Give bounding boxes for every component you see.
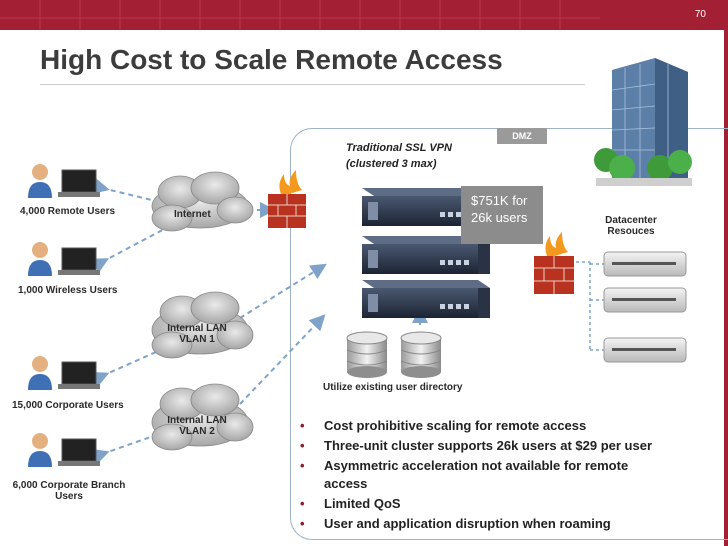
header-pattern <box>0 0 600 30</box>
lan2-label: Internal LAN VLAN 2 <box>162 415 232 437</box>
dmz-tag: DMZ <box>497 128 547 144</box>
server-icon-vpn-3 <box>362 280 490 318</box>
lan1-label-line2: VLAN 1 <box>179 334 215 345</box>
cost-line1: $751K for <box>471 193 528 208</box>
user-label-corporate: 15,000 Corporate Users <box>12 400 124 411</box>
ssl-vpn-label-line2: (clustered 3 max) <box>346 158 437 170</box>
bullet-marker: • <box>300 418 305 433</box>
person-icon <box>32 356 48 372</box>
bullet-marker: • <box>300 496 305 511</box>
bullet-item: • Cost prohibitive scaling for remote acc… <box>300 417 674 435</box>
user-directory-label: Utilize existing user directory <box>323 382 463 393</box>
user-label-remote: 4,000 Remote Users <box>20 206 116 217</box>
bullet-list: • Cost prohibitive scaling for remote acc… <box>300 417 674 535</box>
right-edge-bar <box>724 30 728 546</box>
internet-label: Internet <box>174 209 211 220</box>
user-label-wireless: 1,000 Wireless Users <box>18 285 118 296</box>
person-icon-body <box>28 182 52 198</box>
bullet-text: Limited QoS <box>324 496 401 511</box>
user-label-branch-line1: 6,000 Corporate Branch <box>12 480 126 491</box>
bullet-text: Asymmetric acceleration not available fo… <box>324 458 629 491</box>
cloud-icon-lan1 <box>151 291 254 359</box>
slide-title: High Cost to Scale Remote Access <box>40 44 503 75</box>
person-icon <box>32 164 48 180</box>
bullet-item: • Limited QoS <box>300 495 674 513</box>
user-label-branch: 6,000 Corporate Branch Users <box>6 480 132 502</box>
arrow-corp-lan1 <box>91 347 166 387</box>
arrow-remote-internet <box>92 178 161 203</box>
database-icon <box>346 331 388 378</box>
laptop-icon <box>61 247 97 271</box>
database-icon <box>400 331 442 378</box>
user-group-branch <box>28 433 100 467</box>
datacenter-label-line1: Datacenter <box>605 215 657 226</box>
arrow-lan2-dmz <box>239 314 326 405</box>
datacenter-label: Datacenter Resouces <box>596 215 666 237</box>
server-icon-datacenter-3 <box>603 337 687 363</box>
bullet-marker: • <box>300 458 305 473</box>
bullet-item: • Asymmetric acceleration not available f… <box>300 457 674 493</box>
user-group-remote <box>28 164 100 198</box>
arrow-lan1-dmz <box>239 263 327 319</box>
bullet-text: User and application disruption when roa… <box>324 516 611 531</box>
building-icon <box>594 58 692 186</box>
user-group-wireless <box>28 242 100 276</box>
lan2-label-line1: Internal LAN <box>167 415 227 426</box>
laptop-icon <box>61 169 97 193</box>
firewall-icon <box>534 232 574 294</box>
server-icon-datacenter-2 <box>603 287 687 313</box>
datacenter-label-line2: Resouces <box>607 226 655 237</box>
ssl-vpn-label-line1: Traditional SSL VPN <box>346 142 452 154</box>
lan2-label-line2: VLAN 2 <box>179 426 215 437</box>
cost-callout: $751K for 26k users <box>461 186 543 244</box>
title-divider <box>40 84 585 85</box>
user-group-corporate <box>28 356 100 390</box>
user-label-branch-line2: Users <box>55 491 83 502</box>
bullet-marker: • <box>300 516 305 531</box>
server-icon-datacenter-1 <box>603 251 687 277</box>
cloud-icon-internet <box>151 171 254 232</box>
bullet-item: • Three-unit cluster supports 26k users a… <box>300 437 674 455</box>
lan1-label-line1: Internal LAN <box>167 323 227 334</box>
laptop-icon <box>61 361 97 385</box>
arrow-wireless-internet <box>91 225 171 273</box>
page-number: 70 <box>694 9 706 20</box>
datacenter-links <box>576 261 605 351</box>
server-icon-vpn-2 <box>362 236 490 274</box>
firewall-icon <box>268 170 306 228</box>
ssl-vpn-label: Traditional SSL VPN (clustered 3 max) <box>346 140 452 172</box>
bullet-text: Three-unit cluster supports 26k users at… <box>324 438 653 453</box>
cost-line2: 26k users <box>471 210 528 225</box>
header-bar: 70 <box>0 0 728 30</box>
lan1-label: Internal LAN VLAN 1 <box>162 323 232 345</box>
cloud-icon-lan2 <box>151 383 254 451</box>
bullet-item: • User and application disruption when ro… <box>300 515 674 533</box>
person-icon <box>32 433 48 449</box>
person-icon <box>32 242 48 258</box>
laptop-icon <box>61 438 97 462</box>
bullet-marker: • <box>300 438 305 453</box>
bullet-text: Cost prohibitive scaling for remote acce… <box>324 418 587 433</box>
